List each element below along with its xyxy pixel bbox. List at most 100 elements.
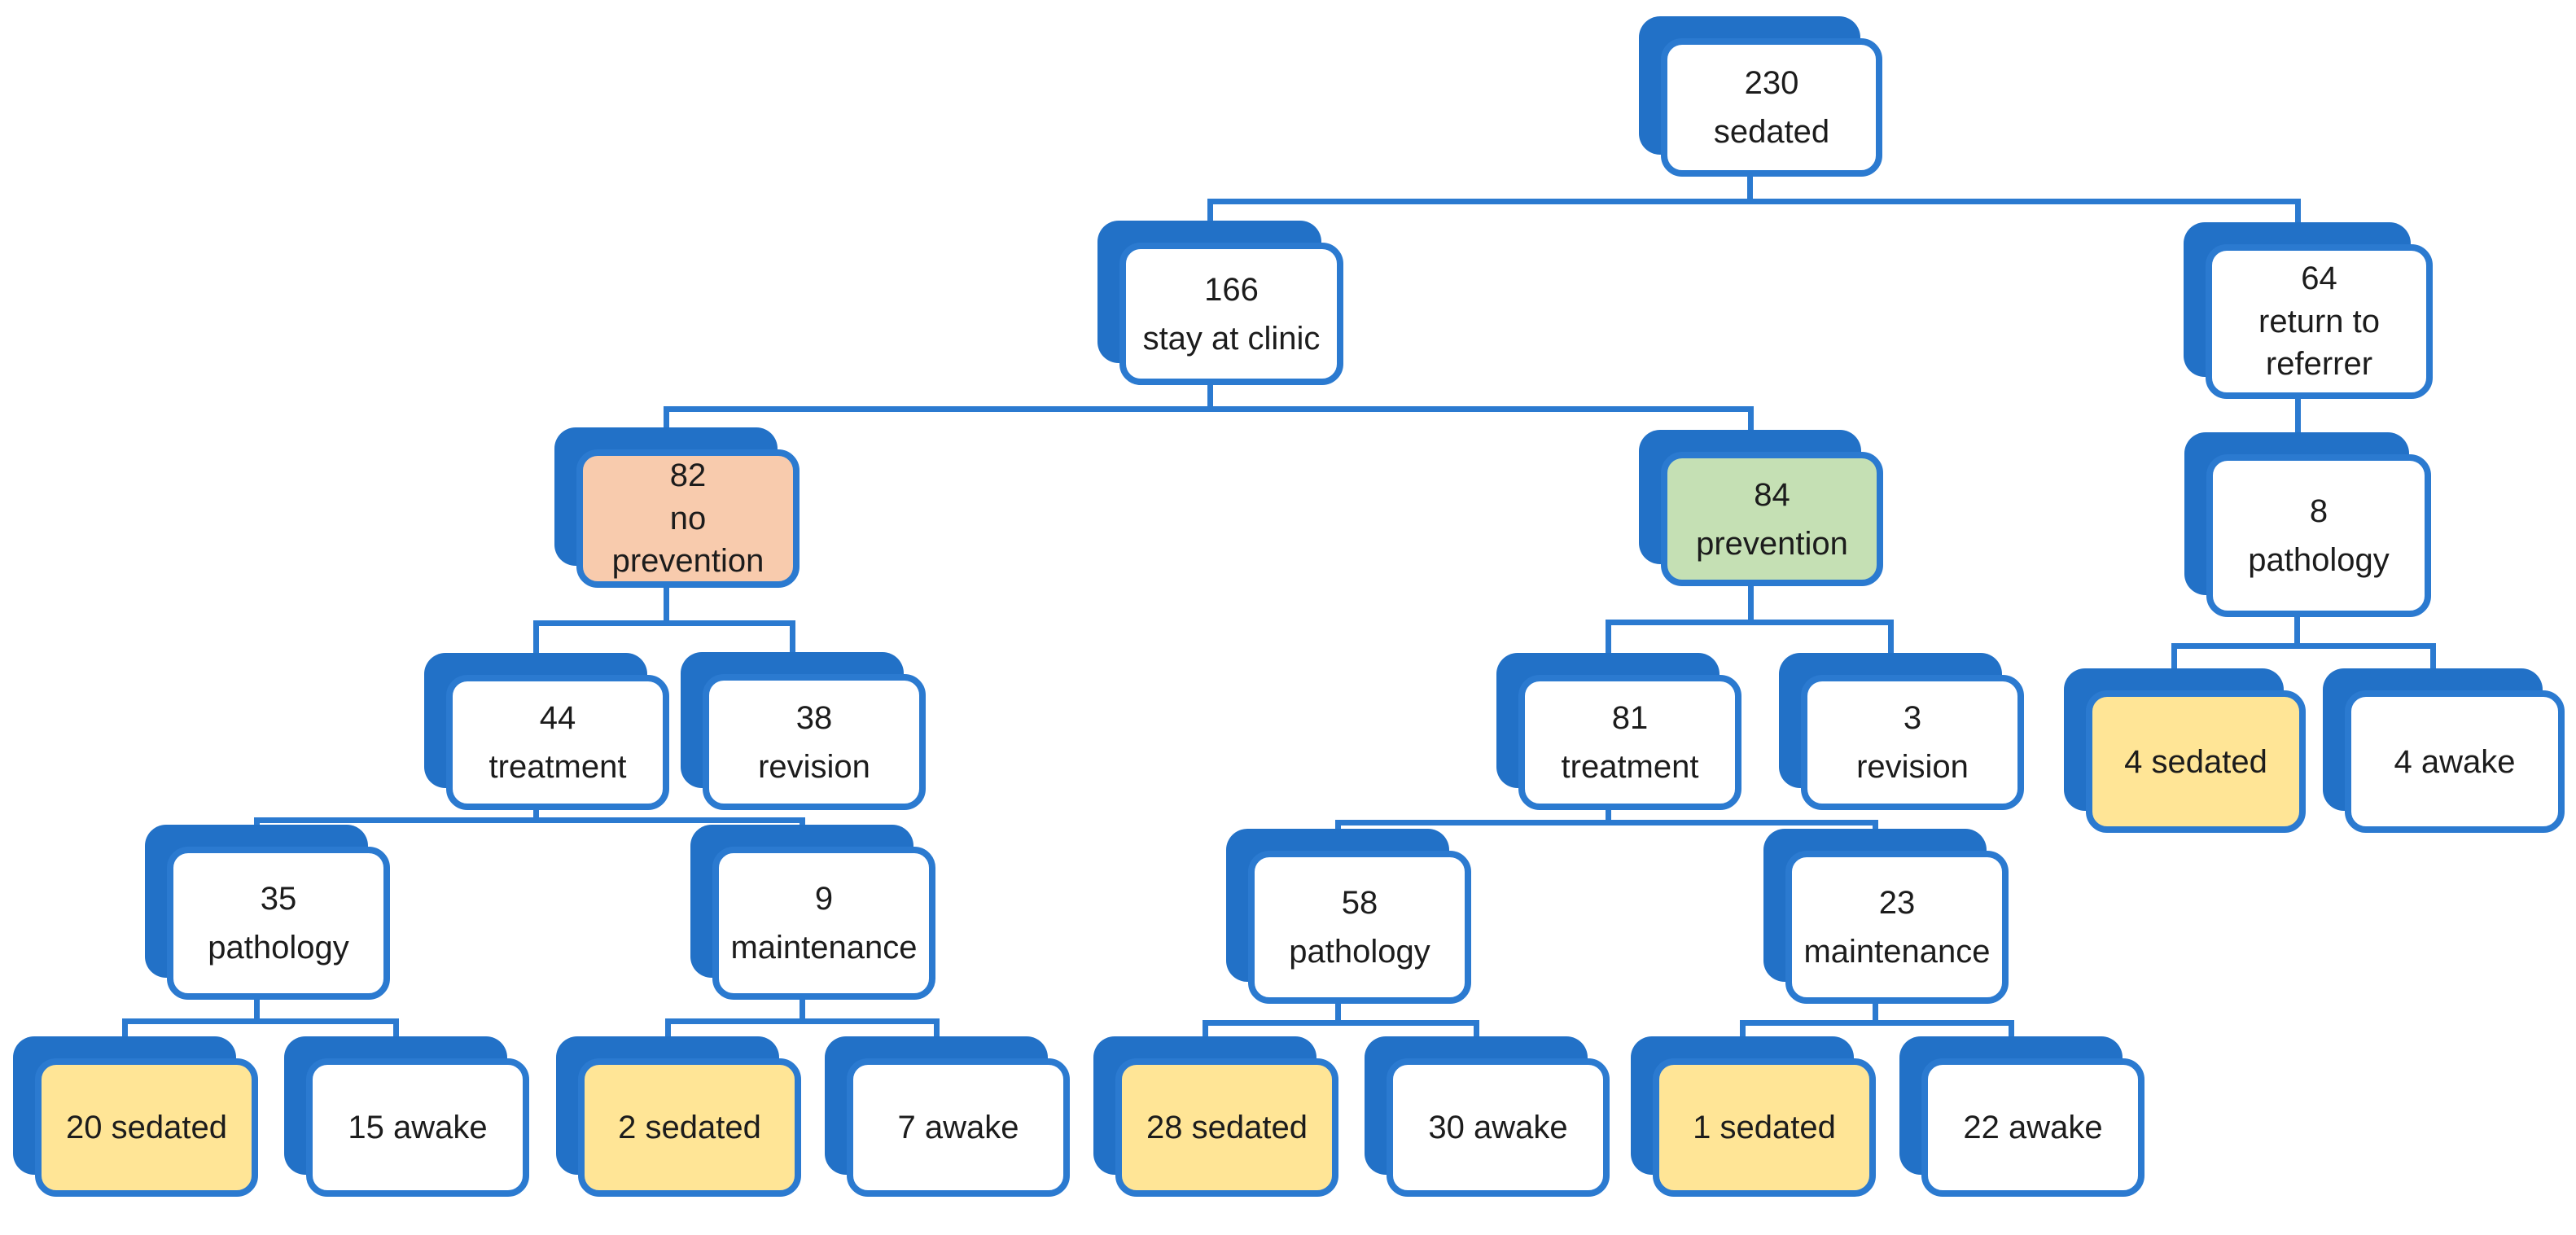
node-text-line: 30 awake (1428, 1110, 1568, 1145)
node-text-line: pathology (2248, 542, 2390, 578)
node-card: 20 sedated (35, 1058, 258, 1197)
node-text-line: 2 sedated (618, 1110, 761, 1145)
connector-line (665, 1018, 940, 1024)
node-text-line: 7 awake (897, 1110, 1019, 1145)
node-text-line: 8 (2309, 493, 2328, 529)
connector-line (800, 1000, 805, 1024)
node-card: 1 sedated (1653, 1058, 1876, 1197)
node-text-line: prevention (611, 543, 764, 580)
connector-line (2009, 1020, 2014, 1038)
connector-line (1748, 406, 1754, 431)
connector-line (1606, 620, 1894, 625)
connector-line (1888, 620, 1894, 655)
node-text-line: 4 sedated (2124, 743, 2267, 780)
node-sed-28: 28 sedated (1093, 1036, 1338, 1197)
node-maint-9: 9 maintenance (690, 825, 935, 1000)
node-card: 38 revision (703, 674, 926, 810)
node-text-line: 44 (539, 700, 576, 736)
node-text-line: revision (1856, 749, 1969, 785)
node-awake-15: 15 awake (284, 1036, 529, 1197)
node-sed-4: 4 sedated (2064, 668, 2306, 833)
node-text-line: referrer (2265, 346, 2373, 383)
node-card: 4 awake (2345, 690, 2565, 833)
node-card: 9 maintenance (712, 847, 935, 1000)
node-card: 166 stay at clinic (1119, 243, 1343, 385)
node-card: 8 pathology (2206, 454, 2431, 617)
connector-line (254, 817, 805, 823)
node-text-line: revision (758, 748, 870, 785)
node-card: 35 pathology (167, 847, 390, 1000)
node-text-line: 28 sedated (1146, 1110, 1308, 1145)
node-awake-7: 7 awake (825, 1036, 1070, 1197)
node-text-line: maintenance (730, 930, 918, 966)
node-card: 22 awake (1921, 1058, 2144, 1197)
connector-line (800, 817, 805, 826)
connector-line (1203, 1020, 1479, 1026)
node-card: 15 awake (306, 1058, 529, 1197)
node-text-line: 58 (1341, 885, 1378, 921)
node-text-line: 22 awake (1963, 1110, 2103, 1145)
connector-line (2295, 399, 2301, 434)
connector-line (533, 620, 795, 626)
connector-line (2171, 643, 2177, 670)
node-awake-30: 30 awake (1365, 1036, 1610, 1197)
node-return-64: 64 return to referrer (2184, 222, 2433, 399)
node-stay-166: 166 stay at clinic (1097, 221, 1343, 385)
node-path-35: 35 pathology (145, 825, 390, 1000)
node-text-line: return to (2258, 303, 2380, 339)
node-text-line: 23 (1878, 885, 1916, 921)
connector-line (1606, 810, 1611, 826)
connector-line (1335, 820, 1878, 826)
connector-line (533, 810, 539, 823)
connector-line (934, 1018, 940, 1038)
node-sed-20: 20 sedated (13, 1036, 258, 1197)
node-text-line: 15 awake (348, 1110, 488, 1145)
node-path-8: 8 pathology (2184, 432, 2431, 617)
node-card: 4 sedated (2086, 690, 2306, 833)
node-rev-38: 38 revision (681, 652, 926, 810)
node-text-line: stay at clinic (1142, 320, 1321, 357)
connector-line (1335, 1004, 1341, 1026)
node-text-line: 38 (795, 699, 833, 736)
connector-line (1740, 1020, 1746, 1038)
connector-line (1207, 385, 1213, 412)
node-text-line: treatment (488, 749, 627, 785)
node-treat-44: 44 treatment (424, 653, 669, 810)
connector-line (393, 1018, 399, 1038)
node-text-line: prevention (1696, 525, 1848, 562)
node-text-line: 20 sedated (66, 1110, 227, 1145)
connector-line (122, 1018, 128, 1038)
node-text-line: 9 (814, 881, 834, 917)
connector-line (1873, 1004, 1878, 1026)
node-text-line: 35 (260, 881, 297, 917)
node-text-line: 4 awake (2394, 743, 2516, 780)
connector-line (1873, 820, 1878, 830)
node-card: 30 awake (1387, 1058, 1610, 1197)
node-text-line: maintenance (1803, 934, 1991, 970)
node-card: 2 sedated (578, 1058, 801, 1197)
node-card: 7 awake (847, 1058, 1070, 1197)
connector-line (533, 620, 539, 655)
node-card: 64 return to referrer (2206, 244, 2433, 399)
connector-line (1474, 1020, 1479, 1038)
connector-line (1748, 586, 1754, 625)
connector-line (1747, 177, 1753, 204)
connector-line (2171, 643, 2436, 649)
node-sed-2: 2 sedated (556, 1036, 801, 1197)
connector-line (1740, 1020, 2014, 1026)
node-text-line: 64 (2301, 260, 2337, 296)
connector-line (1606, 620, 1611, 655)
node-text-line: pathology (208, 930, 349, 966)
node-card: 84 prevention (1661, 452, 1883, 586)
node-awake-4: 4 awake (2323, 668, 2565, 833)
node-text-line: 166 (1204, 271, 1259, 308)
node-text-line: 84 (1754, 476, 1790, 513)
node-prev-84: 84 prevention (1639, 430, 1883, 586)
connector-line (2294, 617, 2300, 649)
